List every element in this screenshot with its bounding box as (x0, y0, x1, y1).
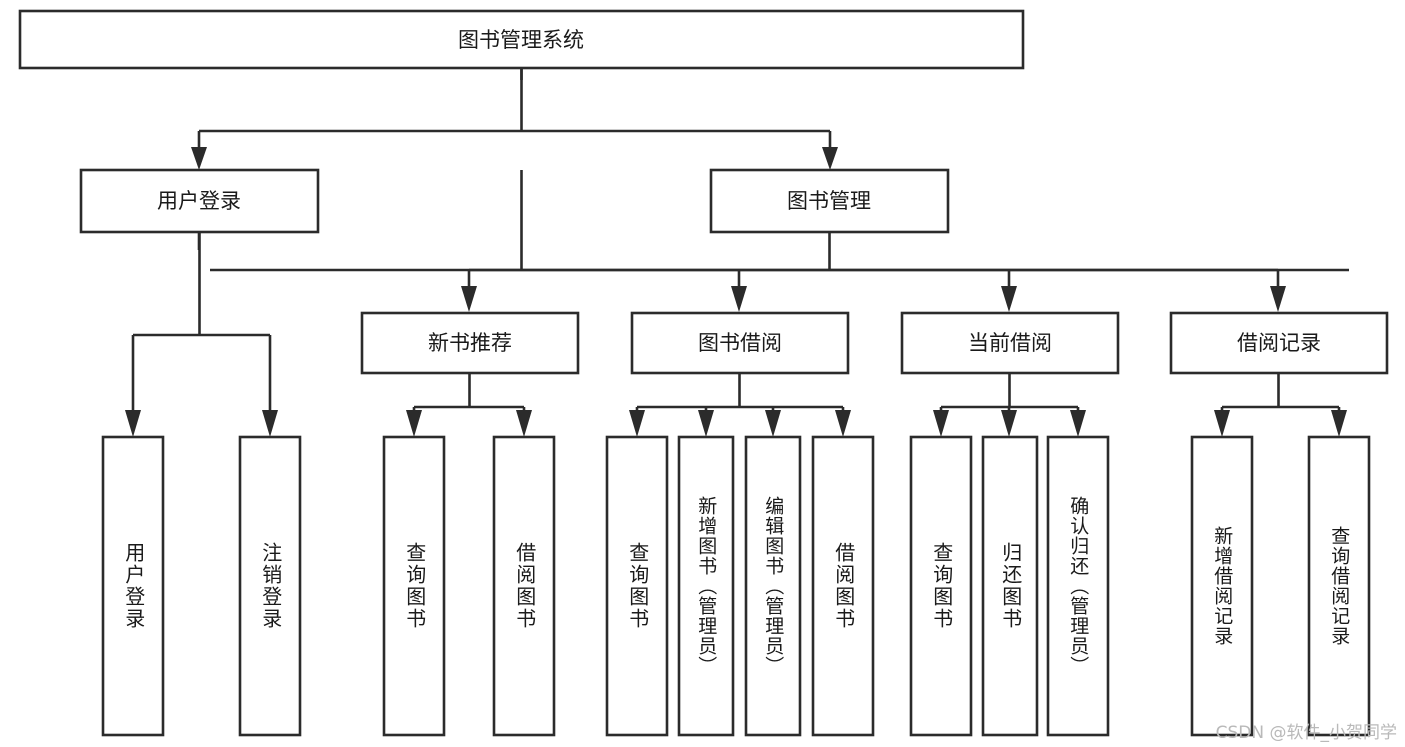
leaf-current-borrow-0-box[interactable] (909, 435, 973, 737)
leaf-book-borrow-1-box[interactable] (677, 435, 735, 737)
connector-book-borrow-to-leaves (629, 373, 851, 437)
leaf-book-borrow-0-box[interactable] (605, 435, 669, 737)
connector-root-stem (191, 68, 838, 170)
node-root-label: 图书管理系统 (458, 28, 584, 52)
node-current-borrow-label: 当前借阅 (968, 331, 1052, 355)
node-new-book-recommend-box[interactable] (360, 311, 580, 375)
leaf-borrow-record-0-box[interactable] (1190, 435, 1254, 737)
node-user-login-label: 用户登录 (157, 189, 241, 213)
leaf-user-login-1-box[interactable] (238, 435, 302, 737)
leaf-new-book-recommend-1-box[interactable] (492, 435, 556, 737)
leaf-current-borrow-2-box[interactable] (1046, 435, 1110, 737)
node-new-book-recommend-label: 新书推荐 (428, 331, 512, 355)
node-book-borrow-label: 图书借阅 (698, 331, 782, 355)
leaf-current-borrow-1-box[interactable] (981, 435, 1039, 737)
node-user-login-box[interactable] (79, 168, 320, 234)
leaf-user-login-0-box[interactable] (101, 435, 165, 737)
leaf-book-borrow-2-box[interactable] (744, 435, 802, 737)
leaf-new-book-recommend-0-box[interactable] (382, 435, 446, 737)
connector-user-login-to-leaves (125, 232, 278, 437)
connector-book-manage-to-level3 (461, 232, 1286, 312)
node-book-manage-box[interactable] (709, 168, 950, 234)
leaf-book-borrow-3-box[interactable] (811, 435, 875, 737)
node-book-borrow-box[interactable] (630, 311, 850, 375)
node-book-manage-label: 图书管理 (787, 189, 871, 213)
node-root-box[interactable] (18, 9, 1025, 70)
node-borrow-record-label: 借阅记录 (1237, 331, 1321, 355)
connector-current-borrow-to-leaves (933, 373, 1086, 437)
leaf-borrow-record-1-box[interactable] (1307, 435, 1371, 737)
connector-borrow-record-to-leaves (1214, 373, 1347, 437)
connector-new-book-recommend-to-leaves (406, 373, 532, 437)
